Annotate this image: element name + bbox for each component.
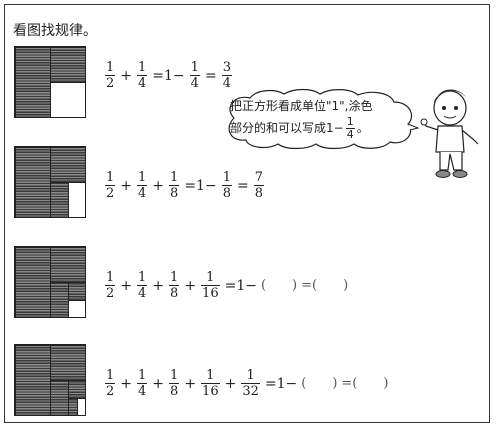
plus-sign: + xyxy=(120,177,133,194)
shaded-quarter xyxy=(50,147,85,183)
thought-bubble xyxy=(228,88,420,150)
plus-sign: + xyxy=(152,177,165,194)
equals-one-minus: =1− xyxy=(224,277,257,294)
shaded-half xyxy=(15,47,51,117)
answer-blank-2[interactable]: =() xyxy=(301,278,349,293)
equals-sign: = xyxy=(204,67,217,84)
shaded-quarter xyxy=(50,47,85,83)
shaded-eighth xyxy=(50,282,69,317)
shaded-thirty-second xyxy=(68,398,78,415)
shaded-quarter xyxy=(50,247,85,283)
shaded-half xyxy=(15,247,51,317)
equals-one-minus: =1− xyxy=(264,375,298,392)
equals-one-minus: =1− xyxy=(152,67,185,84)
plus-sign: + xyxy=(120,277,133,294)
cartoon-boy-illustration xyxy=(420,89,479,178)
fraction-square-3 xyxy=(14,246,86,318)
equals-sign: = xyxy=(236,177,249,194)
shaded-half xyxy=(15,345,51,415)
shaded-eighth xyxy=(50,182,69,217)
answer-blank-1[interactable]: () xyxy=(301,376,338,391)
shaded-sixteenth xyxy=(68,282,85,301)
plus-sign: + xyxy=(120,67,133,84)
plus-sign: + xyxy=(152,375,165,392)
shaded-quarter xyxy=(50,345,85,381)
plus-sign: + xyxy=(184,375,197,392)
plus-sign: + xyxy=(184,277,197,294)
plus-sign: + xyxy=(120,375,133,392)
equals-one-minus: =1− xyxy=(184,177,217,194)
plus-sign: + xyxy=(224,375,237,392)
fraction-square-2 xyxy=(14,146,86,218)
shaded-half xyxy=(15,147,51,217)
page-title: 看图找规律。 xyxy=(13,23,97,39)
fraction-square-4 xyxy=(14,344,86,416)
plus-sign: + xyxy=(152,277,165,294)
shaded-eighth xyxy=(50,380,69,415)
bubble-line-1: 把正方形看成单位"1",涂色 xyxy=(230,99,373,113)
answer-blank-1[interactable]: () xyxy=(260,278,298,293)
shaded-sixteenth xyxy=(68,380,85,399)
fraction-square-1 xyxy=(14,46,86,118)
answer-blank-2[interactable]: =() xyxy=(341,376,389,391)
